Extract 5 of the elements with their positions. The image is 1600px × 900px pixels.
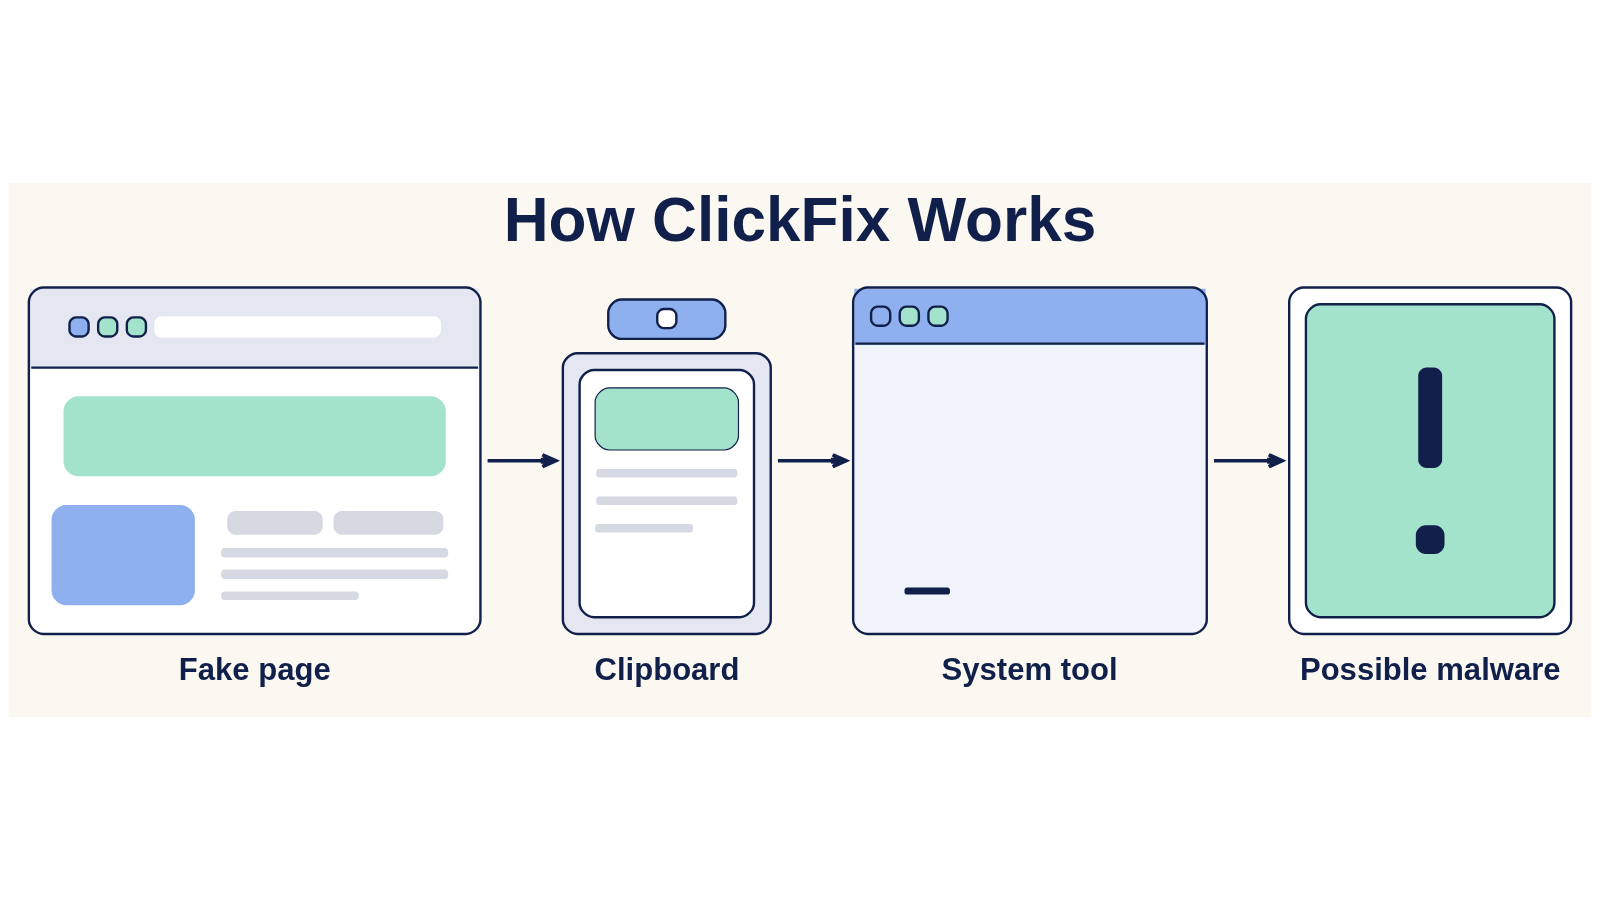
node-label: Fake page — [178, 652, 331, 688]
node-label: Clipboard — [594, 652, 740, 688]
node-label: System tool — [941, 652, 1118, 688]
diagram-title: How ClickFix Works — [503, 185, 1097, 255]
node-label: Possible malware — [1299, 652, 1561, 688]
